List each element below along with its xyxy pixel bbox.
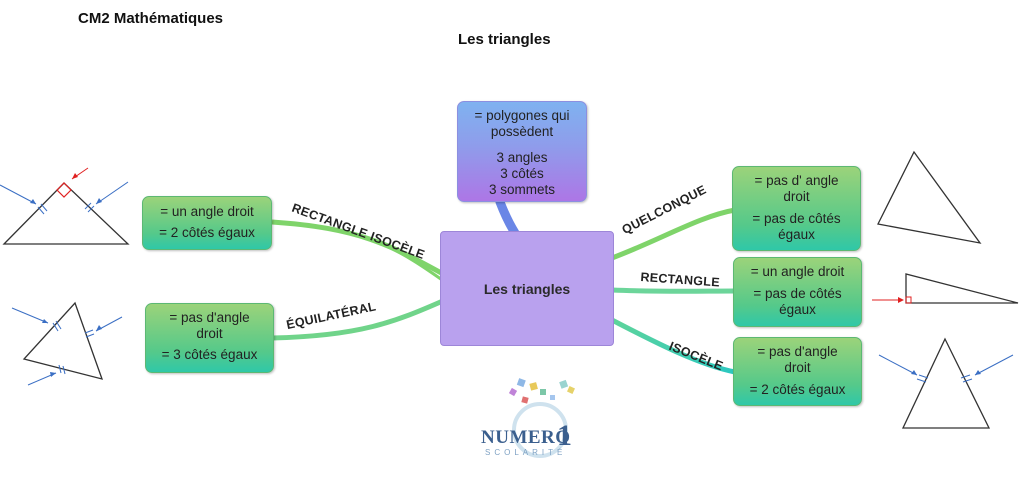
node-line: égaux bbox=[778, 227, 815, 242]
connector-isocele bbox=[610, 317, 736, 375]
node-line: droit bbox=[196, 326, 223, 341]
central-node-label: Les triangles bbox=[483, 280, 571, 297]
logo-graphic bbox=[508, 378, 575, 458]
node-equilateral: = pas d'angle droit = 3 côtés égaux bbox=[145, 303, 274, 373]
node-line: = pas de côtés bbox=[753, 286, 842, 301]
node-line: droit bbox=[783, 189, 810, 204]
node-line: = 2 côtés égaux bbox=[159, 225, 255, 240]
subject-title: CM2 Mathématiques bbox=[78, 10, 224, 27]
node-rectangle-isocele: = un angle droit = 2 côtés égaux bbox=[142, 196, 272, 250]
figure-isosceles-triangle bbox=[878, 337, 1014, 429]
node-line: droit bbox=[784, 360, 811, 375]
definition-line: = polygones qui bbox=[474, 108, 570, 123]
connector-quelconque bbox=[611, 207, 736, 261]
node-line: = pas d'angle bbox=[757, 344, 838, 359]
figure-equilateral-triangle bbox=[11, 301, 123, 386]
connector-definition bbox=[495, 197, 520, 238]
figure-right-triangle bbox=[872, 273, 1019, 304]
node-quelconque: = pas d' angle droit = pas de côtés égau… bbox=[732, 166, 861, 251]
node-line: = pas d' angle bbox=[754, 173, 839, 188]
node-isocele: = pas d'angle droit = 2 côtés égaux bbox=[733, 337, 862, 406]
node-line: = 3 côtés égaux bbox=[161, 347, 258, 362]
connector-equilateral bbox=[271, 297, 447, 341]
definition-line: 3 sommets bbox=[488, 182, 556, 197]
node-rectangle: = un angle droit = pas de côtés égaux bbox=[733, 257, 862, 327]
logo-name: NUMERO bbox=[481, 427, 571, 448]
node-line: égaux bbox=[779, 302, 816, 317]
numero1-logo: NUMERO 1 SCOLARITÉ bbox=[478, 375, 588, 465]
definition-node: = polygones qui possèdent 3 angles 3 côt… bbox=[457, 101, 587, 202]
figure-right-isosceles-triangle bbox=[0, 167, 130, 245]
definition-line: possèdent bbox=[490, 124, 554, 139]
node-line: = pas d'angle bbox=[169, 310, 250, 325]
definition-line: 3 angles bbox=[496, 150, 548, 165]
page-title: Les triangles bbox=[458, 31, 551, 48]
definition-line: 3 côtés bbox=[500, 166, 544, 181]
node-line: = 2 côtés égaux bbox=[749, 382, 846, 397]
node-line: = un angle droit bbox=[750, 264, 845, 279]
logo-number: 1 bbox=[557, 419, 572, 452]
logo-subtitle: SCOLARITÉ bbox=[485, 448, 567, 457]
central-node: Les triangles bbox=[440, 231, 614, 346]
connector-rectangle bbox=[611, 287, 736, 294]
figure-scalene-triangle bbox=[877, 150, 982, 244]
node-line: = pas de côtés bbox=[752, 211, 841, 226]
node-line: = un angle droit bbox=[160, 204, 254, 219]
